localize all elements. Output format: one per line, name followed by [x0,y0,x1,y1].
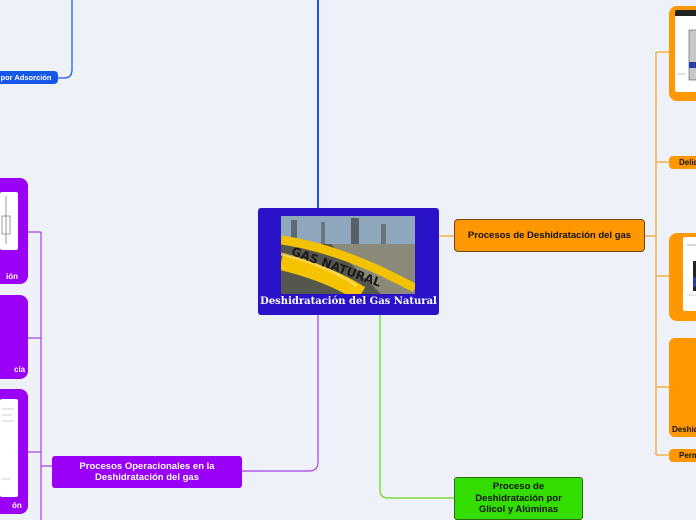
column-diagram-thumbnail [675,10,696,81]
adsorption-node[interactable]: por Adsorción [0,71,58,84]
right-subtopic-image-1-thumb [675,10,696,92]
left-subtopic-2[interactable]: cia [0,295,28,379]
right-subtopic-3-label: Perm [679,451,696,460]
right-subtopic-image-1[interactable] [669,6,696,101]
right-subtopic-image-2-thumb [683,237,696,311]
central-topic[interactable]: GAS NATURAL Deshidratación del Gas Natur… [258,208,439,315]
central-title: Deshidratación del Gas Natural [260,296,437,307]
glycol-alumina-label: Proceso de Deshidratación por Glicol y A… [475,481,562,516]
connector-adsorption [58,0,73,79]
diagram-thumbnail [1,196,11,244]
dehydration-processes-label: Procesos de Deshidratación del gas [467,229,632,241]
right-subtopic-2-label: Deshid [672,425,696,434]
dehydration-processes-node[interactable]: Procesos de Deshidratación del gas [454,219,645,252]
connector-right-column [645,52,657,455]
right-subtopic-image-2[interactable] [669,233,696,321]
right-subtopic-2[interactable]: Deshid [669,338,696,437]
pipeline-picture [281,216,415,294]
left-subtopic-3-label: ón [12,501,22,510]
gas-pipeline-image: GAS NATURAL [281,216,415,294]
left-subtopic-3[interactable]: ón [0,389,28,514]
right-subtopic-1[interactable]: Delic [669,156,696,169]
operational-processes-node[interactable]: Procesos Operacionales en la Deshidratac… [52,456,242,488]
connector-left-main [242,315,319,472]
left-subtopic-2-label: cia [14,365,26,374]
left-subtopic-3-image [0,399,18,497]
glycol-alumina-node[interactable]: Proceso de Deshidratación por Glicol y A… [454,477,583,520]
adsorption-label: por Adsorción [0,73,52,82]
connector-bottom-main [379,315,454,499]
document-thumbnail [2,408,14,480]
left-subtopic-1[interactable]: ión [0,178,28,284]
right-subtopic-1-label: Delic [679,158,696,167]
left-subtopic-1-image [0,192,18,250]
operational-processes-label: Procesos Operacionales en la Deshidratac… [79,460,215,483]
chart-thumbnail [687,244,696,296]
left-subtopic-1-label: ión [6,272,18,281]
right-subtopic-3[interactable]: Perm [669,449,696,462]
